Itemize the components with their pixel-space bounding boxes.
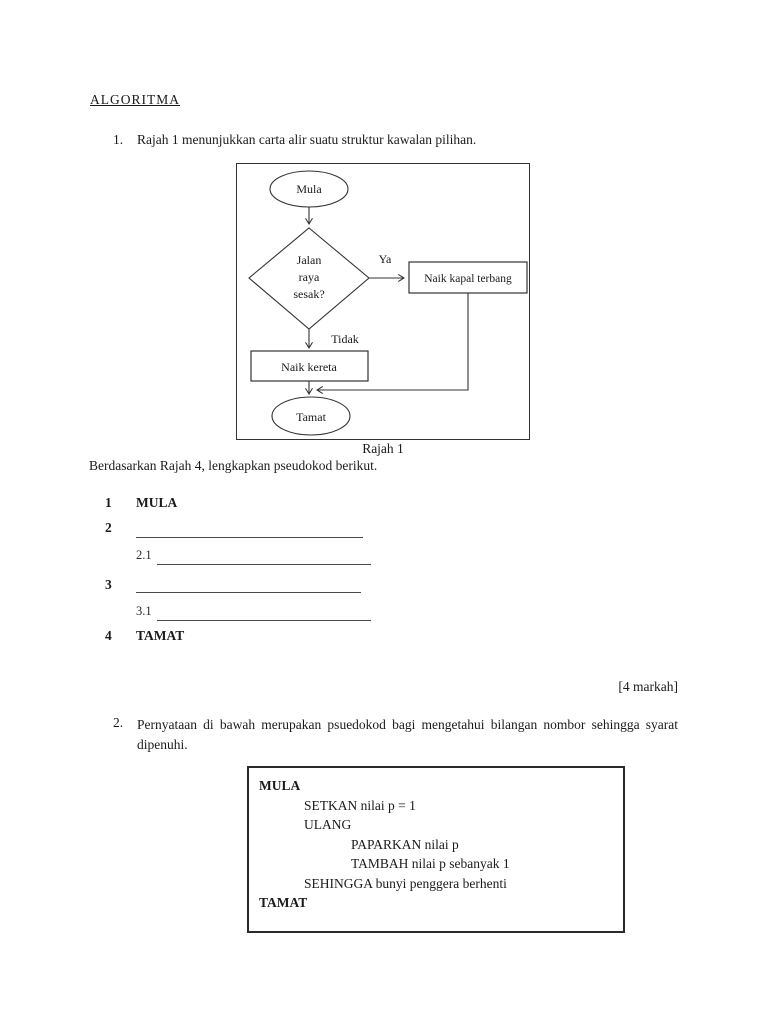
question-2-text: Pernyataan di bawah merupakan psuedokod …: [137, 717, 678, 752]
question-2-number: 2.: [113, 715, 124, 730]
figure-caption: Rajah 1: [362, 441, 404, 456]
list-item-number: 3: [105, 577, 112, 592]
answer-blank: [136, 537, 363, 538]
answer-blank: [136, 592, 361, 593]
pseudocode-line: PAPARKAN nilai p: [351, 836, 459, 852]
marks-badge: [4 markah]: [618, 679, 678, 694]
question-1-instruction: Berdasarkan Rajah 4, lengkapkan pseudoko…: [89, 458, 378, 473]
list-item-number: 2: [105, 520, 112, 535]
pseudocode-line: TAMBAH nilai p sebanyak 1: [351, 856, 510, 871]
list-item-label: TAMAT: [136, 628, 185, 643]
pseudocode-line: SETKAN nilai p = 1: [304, 797, 416, 813]
list-item-number: 3.1: [136, 604, 152, 618]
flowchart-figure: Mula Jalan raya sesak? Ya Naik kapal ter…: [236, 163, 530, 440]
yes-branch-label: Ya: [379, 252, 392, 266]
connector-yes-action-to-end: [315, 293, 469, 394]
flowchart-svg: Mula Jalan raya sesak? Ya Naik kapal ter…: [248, 170, 528, 436]
decision-label-line2: raya: [299, 270, 320, 284]
list-item-number: 2.1: [136, 548, 152, 562]
question-1-text: Rajah 1 menunjukkan carta alir suatu str…: [137, 132, 477, 147]
answer-blank: [157, 564, 371, 565]
pseudocode-line: SEHINGGA bunyi penggera berhenti: [304, 875, 507, 891]
pseudocode-line: MULA: [259, 778, 301, 793]
list-item-label: MULA: [136, 495, 178, 510]
answer-blank: [157, 620, 371, 621]
no-branch-label: Tidak: [331, 332, 359, 346]
start-label: Mula: [296, 182, 322, 196]
end-label: Tamat: [296, 410, 326, 424]
decision-label-line1: Jalan: [297, 253, 322, 267]
no-action-label: Naik kereta: [281, 360, 337, 374]
question-1-number: 1.: [113, 132, 124, 147]
list-item-number: 1: [105, 495, 112, 510]
list-item-number: 4: [105, 628, 112, 643]
pseudocode-line: TAMAT: [259, 895, 308, 910]
yes-action-label: Naik kapal terbang: [424, 273, 512, 285]
end-terminator-oval: [271, 396, 351, 436]
pseudocode-box: MULA SETKAN nilai p = 1 ULANG PAPARKAN n…: [247, 766, 625, 933]
decision-label-line3: sesak?: [293, 287, 324, 301]
pseudocode-line: ULANG: [304, 817, 352, 832]
page-title: ALGORITMA: [90, 92, 180, 107]
